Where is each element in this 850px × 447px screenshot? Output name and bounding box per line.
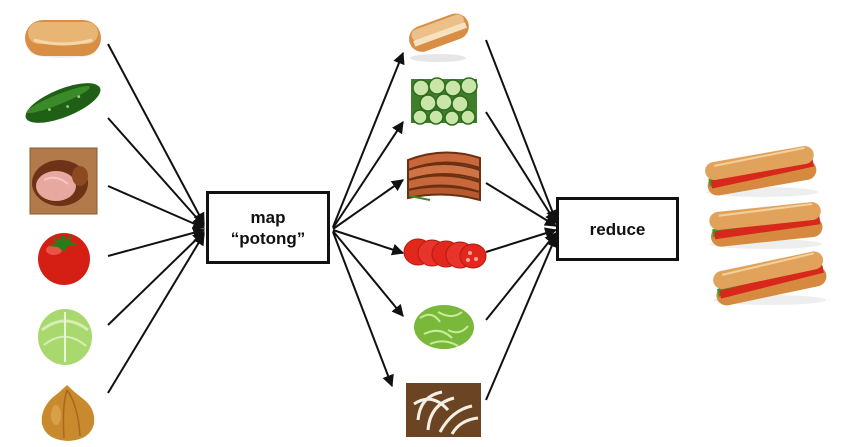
map-label: map bbox=[250, 207, 286, 227]
sliced-tomato bbox=[403, 238, 487, 269]
map-box: map “potong” bbox=[206, 191, 330, 264]
arrow-onion-to-map bbox=[107, 232, 205, 394]
input-lettuce bbox=[38, 309, 92, 365]
input-arrows bbox=[107, 43, 206, 394]
arrow-map-to-ham bbox=[332, 179, 404, 230]
input-cucumber bbox=[25, 83, 101, 123]
sliced-ham bbox=[406, 147, 481, 202]
shredded-lettuce bbox=[414, 305, 474, 349]
arrow-lettuce-to-reduce bbox=[485, 232, 557, 321]
reduce-label: reduce bbox=[589, 219, 646, 239]
arrow-lettuce-to-map bbox=[107, 231, 205, 326]
sliced-bun bbox=[409, 13, 469, 62]
arrow-tomato-to-map bbox=[107, 227, 206, 257]
arrow-map-to-cucumber bbox=[332, 120, 404, 229]
arrow-ham-to-reduce bbox=[485, 182, 558, 227]
arrow-map-to-lettuce bbox=[332, 230, 404, 317]
sliced-cucumber bbox=[411, 77, 478, 126]
input-onion bbox=[41, 385, 95, 441]
map-sublabel: “potong” bbox=[230, 228, 306, 248]
sandwich-1 bbox=[705, 145, 818, 197]
input-ham bbox=[29, 147, 98, 215]
arrow-ham-to-map bbox=[107, 185, 206, 230]
input-tomato bbox=[38, 233, 90, 285]
arrow-map-to-tomato bbox=[332, 229, 405, 256]
input-hot-dog-bun bbox=[25, 20, 101, 58]
arrow-tomato-to-reduce bbox=[485, 227, 558, 253]
reduce-input-arrows bbox=[485, 39, 558, 401]
sandwich-2 bbox=[709, 202, 823, 249]
arrow-map-to-bun bbox=[332, 51, 405, 228]
arrow-map-to-onion bbox=[332, 231, 394, 388]
arrow-onion-to-reduce bbox=[485, 234, 558, 401]
arrow-cucumber-to-map bbox=[107, 117, 205, 227]
map-output-arrows bbox=[332, 51, 405, 388]
arrow-bun-to-reduce bbox=[485, 39, 558, 223]
reduce-box: reduce bbox=[556, 197, 679, 261]
sandwich-3 bbox=[713, 251, 827, 306]
arrow-bun-to-map bbox=[107, 43, 205, 226]
arrow-cucumber-to-reduce bbox=[485, 111, 557, 225]
sliced-onion bbox=[406, 383, 481, 437]
